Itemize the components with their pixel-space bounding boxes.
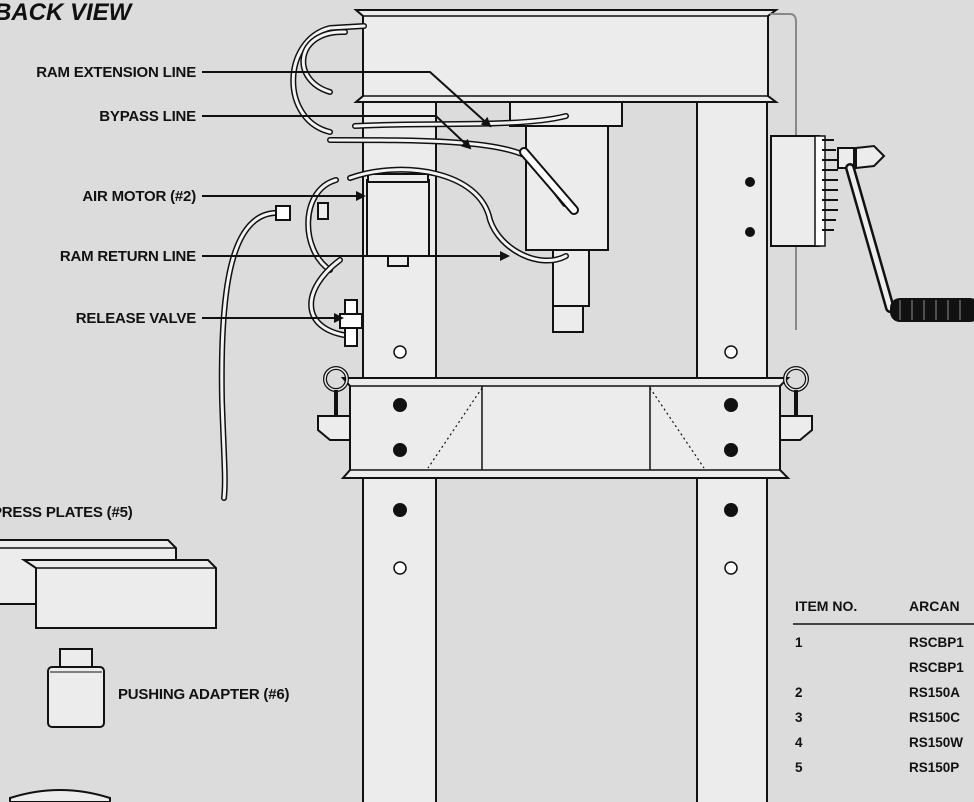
winch-assembly bbox=[770, 135, 974, 322]
svg-text:2: 2 bbox=[795, 685, 803, 700]
table-row: 1 RSCBP1 bbox=[795, 635, 964, 650]
press-bed bbox=[317, 366, 813, 479]
svg-text:5: 5 bbox=[795, 760, 803, 775]
table-row: 3 RS150C bbox=[795, 710, 960, 725]
svg-text:RS150W: RS150W bbox=[909, 735, 963, 750]
bypass-line-label: BYPASS LINE bbox=[99, 108, 196, 125]
table-row: 2 RS150A bbox=[795, 685, 960, 700]
table-header-part: ARCAN bbox=[909, 598, 960, 614]
callout-leaders bbox=[202, 71, 510, 323]
pushing-adapter: PUSHING ADAPTER (#6) bbox=[9, 648, 290, 802]
svg-text:RSCBP1: RSCBP1 bbox=[909, 660, 964, 675]
hydraulic-hoses bbox=[218, 23, 579, 501]
svg-text:3: 3 bbox=[795, 710, 803, 725]
table-header-item-no: ITEM NO. bbox=[795, 598, 857, 614]
release-valve bbox=[339, 299, 363, 347]
svg-text:4: 4 bbox=[795, 735, 803, 750]
press-plates: PRESS PLATES (#5) bbox=[0, 504, 217, 629]
svg-text:RS150A: RS150A bbox=[909, 685, 960, 700]
release-valve-label: RELEASE VALVE bbox=[76, 310, 196, 327]
press-plates-label: PRESS PLATES (#5) bbox=[0, 504, 133, 521]
top-crossbeam bbox=[353, 9, 779, 103]
ram-return-line-label: RAM RETURN LINE bbox=[60, 248, 196, 265]
svg-text:RSCBP1: RSCBP1 bbox=[909, 635, 964, 650]
column-holes bbox=[393, 177, 755, 575]
table-row: RSCBP1 bbox=[909, 660, 964, 675]
parts-table: ITEM NO. ARCAN 1 RSCBP1 RSCBP1 2 RS150A … bbox=[788, 582, 974, 802]
table-row: 4 RS150W bbox=[795, 735, 963, 750]
svg-text:RS150P: RS150P bbox=[909, 760, 959, 775]
table-row: 5 RS150P bbox=[795, 760, 959, 775]
pushing-adapter-label: PUSHING ADAPTER (#6) bbox=[118, 686, 290, 703]
ram-extension-line-label: RAM EXTENSION LINE bbox=[36, 64, 196, 81]
svg-text:RS150C: RS150C bbox=[909, 710, 960, 725]
ram-cylinder bbox=[509, 101, 623, 333]
air-motor bbox=[317, 173, 430, 267]
diagram-title: BACK VIEW bbox=[0, 0, 134, 26]
svg-text:1: 1 bbox=[795, 635, 803, 650]
air-motor-label: AIR MOTOR (#2) bbox=[82, 188, 196, 205]
